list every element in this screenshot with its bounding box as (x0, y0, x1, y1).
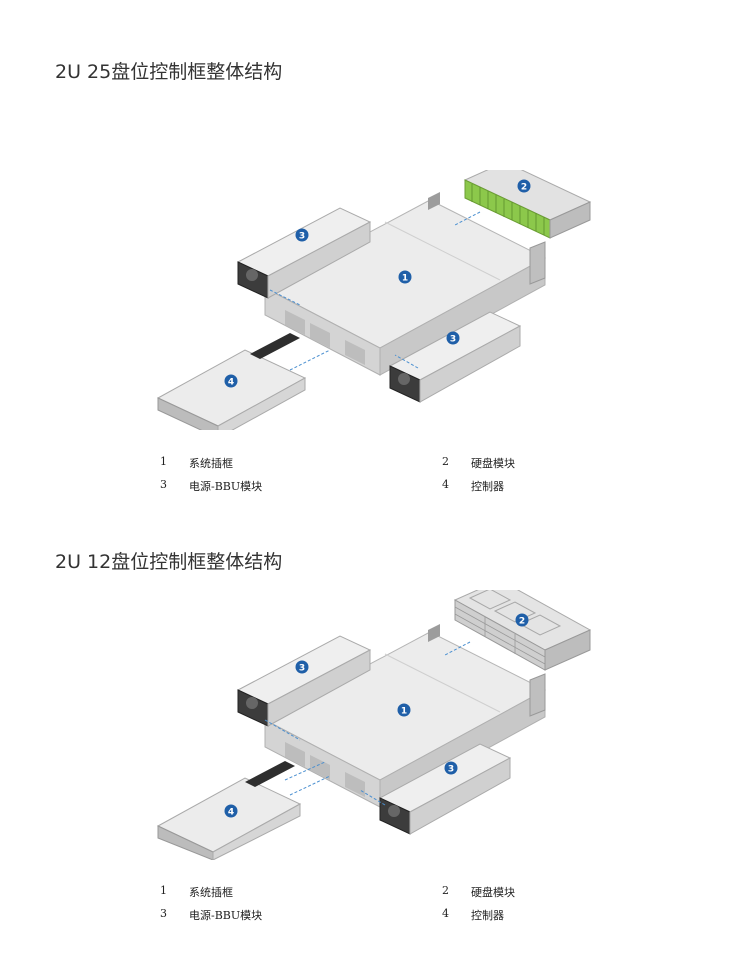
legend-number: 1 (160, 884, 167, 897)
legend-label: 系统插框 (189, 886, 233, 899)
legend-number: 4 (442, 478, 449, 491)
power-bbu-module-right (388, 311, 522, 403)
callout-3-right: 3 (444, 761, 458, 775)
legend-item: 2 硬盘模块 (442, 884, 622, 899)
legend-item: 3 电源-BBU模块 (160, 478, 340, 493)
svg-text:2: 2 (519, 617, 525, 627)
diagram-25-bay-exploded-view: 1 2 3 3 4 (156, 170, 592, 430)
legend-item: 1 系统插框 (160, 455, 340, 470)
legend-number: 4 (442, 907, 449, 920)
callout-2: 2 (517, 179, 531, 193)
legend-label: 系统插框 (189, 457, 233, 470)
legend-item: 3 电源-BBU模块 (160, 907, 340, 922)
legend-item: 4 控制器 (442, 907, 622, 922)
legend-number: 1 (160, 455, 167, 468)
svg-text:3: 3 (299, 664, 305, 674)
svg-text:3: 3 (450, 335, 456, 345)
legend-number: 2 (442, 455, 449, 468)
svg-text:3: 3 (448, 765, 454, 775)
svg-text:1: 1 (401, 707, 407, 717)
legend-label: 电源-BBU模块 (189, 909, 263, 922)
legend-number: 2 (442, 884, 449, 897)
section-title-12-bay: 2U 12盘位控制框整体结构 (55, 551, 283, 573)
svg-text:3: 3 (299, 232, 305, 242)
svg-text:2: 2 (521, 183, 527, 193)
legend-number: 3 (160, 907, 167, 920)
section-title-25-bay: 2U 25盘位控制框整体结构 (55, 61, 283, 83)
callout-3-left: 3 (295, 228, 309, 242)
callout-4: 4 (224, 804, 238, 818)
power-bbu-module-right (378, 743, 512, 835)
leader-lines (264, 641, 471, 806)
callout-2: 2 (515, 613, 529, 627)
svg-text:4: 4 (228, 808, 234, 818)
diagram-12-bay-exploded-view: 1 2 3 3 4 (156, 590, 592, 860)
legend-item: 4 控制器 (442, 478, 622, 493)
legend-label: 硬盘模块 (471, 886, 515, 899)
legend-label: 硬盘模块 (471, 457, 515, 470)
callout-1: 1 (397, 703, 411, 717)
legend-label: 控制器 (471, 909, 504, 922)
callout-1: 1 (398, 270, 412, 284)
svg-text:4: 4 (228, 378, 234, 388)
callout-3-left: 3 (295, 660, 309, 674)
leader-lines (269, 211, 481, 371)
svg-text:1: 1 (402, 274, 408, 284)
legend-label: 控制器 (471, 480, 504, 493)
callout-3-right: 3 (446, 331, 460, 345)
legend-number: 3 (160, 478, 167, 491)
legend-item: 2 硬盘模块 (442, 455, 622, 470)
legend-label: 电源-BBU模块 (189, 480, 263, 493)
callout-4: 4 (224, 374, 238, 388)
legend-item: 1 系统插框 (160, 884, 340, 899)
power-bbu-module-left (236, 207, 372, 299)
drive-module-25-bay (463, 170, 592, 239)
controller-module (156, 333, 307, 430)
